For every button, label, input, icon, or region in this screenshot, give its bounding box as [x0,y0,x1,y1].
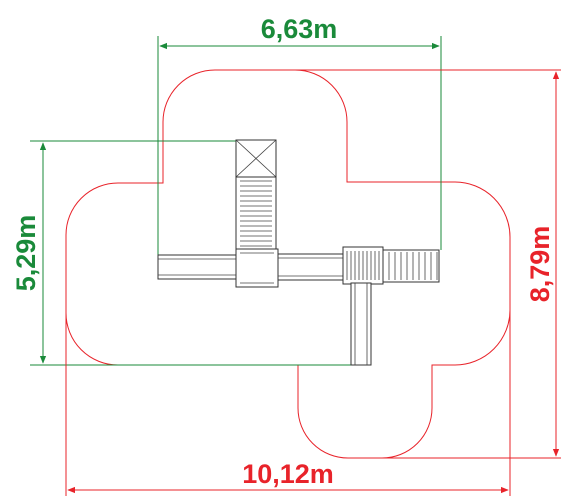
platform-right [342,246,384,285]
platform-left [235,248,279,288]
slide-left [157,254,241,280]
tower-roof [235,139,277,178]
dimension-label-bottom-width: 10,12m [242,459,334,489]
playground-equipment [157,139,440,366]
dimension-label-top-width: 6,63m [261,14,338,44]
tower-deck [235,176,277,251]
bridge [277,253,345,281]
dimension-label-left-height: 5,29m [11,215,41,292]
ladder-right [382,249,440,283]
slide-down [350,282,372,366]
dimension-label-right-height: 8,79m [525,226,555,303]
